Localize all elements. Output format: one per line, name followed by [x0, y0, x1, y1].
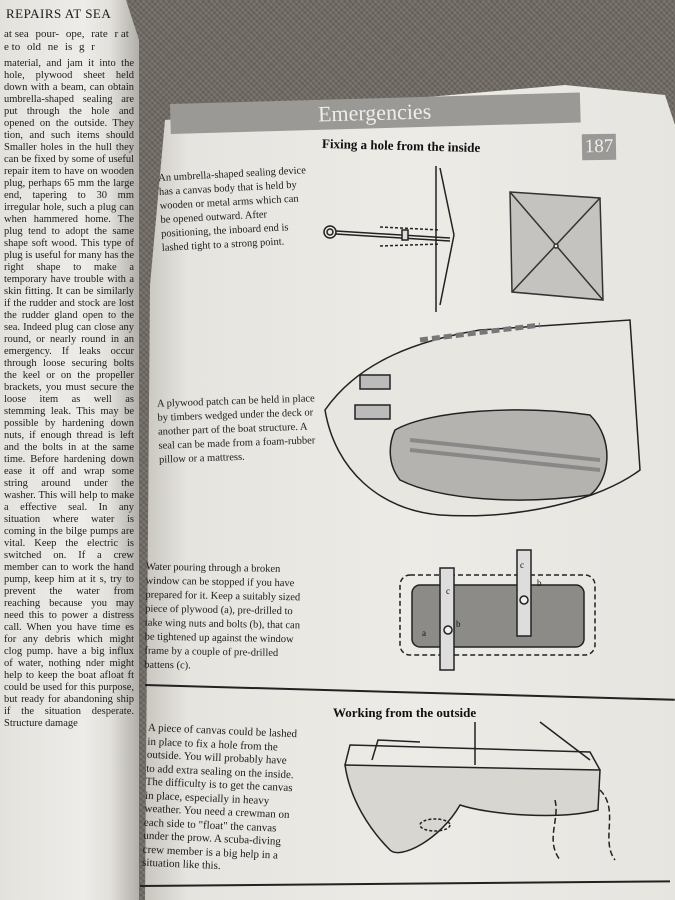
left-page-line: the large end, tapering to 30 mm	[4, 178, 135, 201]
left-page-line: in at the same time. Before hardening do…	[4, 442, 134, 465]
running-head: REPAIRS AT SEA	[6, 6, 112, 21]
left-page-line: when hammered home. The plug	[4, 214, 134, 237]
left-page-line: to work the hand pump, keep him at it	[4, 562, 134, 585]
left-page-line: desperate.	[91, 706, 134, 717]
left-page-line: s, try to prevent the water from reachin…	[4, 574, 134, 609]
left-page-line: because you may need this to power	[4, 598, 135, 621]
left-page-line: soft wood.	[31, 238, 78, 249]
left-page-line: can obtain umbrella-shaped sealing	[4, 82, 134, 105]
left-page-line: material, and jam it into the hole,	[4, 58, 134, 81]
left-page-line: in an emergency.	[4, 334, 134, 357]
section-title-outside: Working from the outside	[333, 705, 477, 720]
left-column-fragment: is	[64, 41, 73, 53]
left-column-fragment: e to	[4, 41, 21, 53]
left-column-fragment: at sea	[4, 28, 29, 40]
left-column-fragment: ope,	[65, 28, 85, 40]
left-page-line: plywood sheet held down with a beam,	[4, 70, 135, 93]
left-page-line: ease it off and wrap some string around	[4, 466, 134, 489]
label-a: a	[422, 628, 426, 638]
left-page-line: If leaks occur through loose securing bo…	[4, 346, 135, 369]
label-c: c	[446, 586, 450, 596]
plywood-patch-illustration	[324, 319, 641, 517]
umbrella-device-front-illustration	[509, 191, 604, 301]
left-column-fragment: rate	[91, 28, 108, 40]
left-page-line: useful repair item to have on	[4, 154, 134, 177]
left-page-line: ft could be used for this purpose, but	[4, 670, 135, 705]
left-page-line: nder might help to keep the boat afloat	[4, 658, 134, 681]
label-c-2: c	[520, 560, 524, 570]
left-page-line: the bilge pumps are vital. Keep the elec…	[4, 526, 134, 549]
left-page-line: leak. This may be possible by hardening …	[4, 406, 134, 429]
left-column-fragment: r	[91, 41, 95, 53]
left-page-line: Structure damage	[4, 718, 78, 729]
left-column-fragment: ne	[47, 41, 59, 53]
left-column-fragments: at sea pour- ope, rate r at e to old ne …	[4, 28, 134, 54]
left-page-line: have trouble with a skin fitting. It can…	[4, 274, 135, 297]
window-patch-illustration	[399, 549, 596, 671]
left-page-line: under the washer. This will help to make…	[4, 478, 134, 513]
umbrella-device-side-illustration	[323, 166, 455, 312]
left-column-fragment: g	[79, 41, 85, 53]
left-page-line: irregular hole, such a plug can	[4, 202, 134, 213]
left-page-line: similarly if the rudder and stock are lo…	[4, 286, 134, 309]
label-b-2: b	[537, 578, 542, 588]
left-page-line: has the right shape to make a temporary	[4, 250, 135, 285]
left-page-text: material, and jam it into the hole, plyw…	[4, 58, 134, 730]
left-page-line: tion, and such items should	[4, 130, 134, 141]
left-column-fragment: r at	[114, 28, 129, 40]
left-page-line: This type of plug is useful for many	[4, 238, 135, 261]
left-page-line: tend to adopt the same shape	[4, 226, 134, 249]
label-b: b	[456, 619, 461, 629]
left-page-line: pump.	[26, 646, 54, 657]
left-page-line: effective seal.	[20, 502, 88, 513]
left-page-line: ready for abandoning ship if the situati…	[4, 694, 135, 717]
left-page-line: have a big influx of water, nothing	[4, 646, 135, 669]
left-page-line: plug can close any round, or nearly roun…	[4, 322, 134, 345]
left-page-line: they can be fixed by some of	[4, 142, 134, 165]
left-page-line: is switched on. If a crew member can	[4, 538, 134, 573]
left-page-line: wooden plug, perhaps 65 mm	[4, 166, 135, 189]
left-page-line: the rudder gland open to the sea. Indeed	[4, 310, 134, 333]
left-page-line: secure the loose item as well as stemmin…	[4, 382, 134, 417]
canvas-outside-illustration	[344, 721, 616, 861]
left-column-fragment: old	[26, 41, 42, 53]
left-column-fragment: pour-	[35, 28, 60, 40]
left-page-line: opened on the outside. They	[4, 118, 134, 129]
left-page-line: In any situation where water is coming i…	[4, 502, 134, 537]
left-page-line: nuts, if enough thread is left and the b…	[4, 430, 134, 453]
left-page-line: a distress call. When you have time	[4, 610, 134, 633]
left-page-line: are put through the hole and	[4, 94, 135, 117]
left-page-line: Smaller holes in the hull	[4, 142, 112, 153]
window-diagram-labels: a b c b c	[422, 560, 542, 638]
left-page-line: the keel or on the propeller brackets, y…	[4, 370, 134, 393]
left-page-line: es for any debris which might clog	[4, 622, 134, 657]
